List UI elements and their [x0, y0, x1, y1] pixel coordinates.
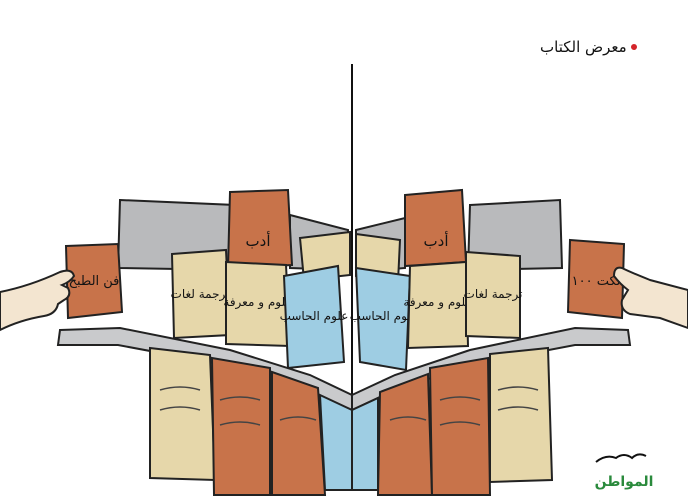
book-label: نكت ١٠٠ [572, 274, 621, 289]
page-lines [389, 386, 539, 426]
lower-book-orange [210, 356, 271, 496]
caption-header: معرض الكتاب [540, 38, 637, 56]
grey-back-book [466, 198, 564, 272]
left-hand [0, 269, 76, 332]
caption-title: معرض الكتاب [540, 38, 627, 56]
lower-book-beige [149, 346, 217, 482]
logo-wordmark: المواطن [595, 474, 654, 490]
lower-book-orange [428, 356, 492, 496]
book-label: ترجمة لغات [464, 287, 523, 302]
book-computer-science [354, 266, 412, 372]
book-translation [465, 250, 521, 340]
book-label: علوم و معرفة [223, 295, 292, 310]
book-label: علوم الحاسب [280, 309, 349, 324]
right-bookshelf: أدب علوم الحاسب علوم و معرفة ترجمة لغات … [350, 188, 688, 496]
book-label: علوم الحاسب [350, 309, 419, 324]
book-jokes [566, 238, 626, 320]
lower-book-blue [351, 396, 379, 491]
book-computer-science [282, 264, 346, 370]
lower-book-orange [376, 372, 434, 496]
book-label: علوم و معرفة [403, 295, 472, 310]
book-label: أدب [424, 231, 449, 250]
red-bullet-icon [630, 44, 637, 50]
publisher-logo: المواطن [595, 453, 654, 490]
left-bookshelf: أدب فن الطبخ ترجمة لغات علوم و معرفة علو… [0, 188, 353, 496]
lower-book-orange [271, 370, 327, 496]
artist-signature [595, 453, 647, 463]
book-label: ترجمة لغات [171, 287, 230, 302]
book-label: فن الطبخ [69, 274, 120, 289]
book-adab [404, 188, 468, 268]
lower-book-blue [318, 393, 353, 491]
page-lines [159, 386, 317, 426]
book-label: أدب [246, 231, 271, 250]
book-sciences [406, 260, 470, 350]
lower-book-beige [489, 346, 554, 484]
book-adab [226, 188, 294, 270]
right-hand [612, 266, 688, 330]
